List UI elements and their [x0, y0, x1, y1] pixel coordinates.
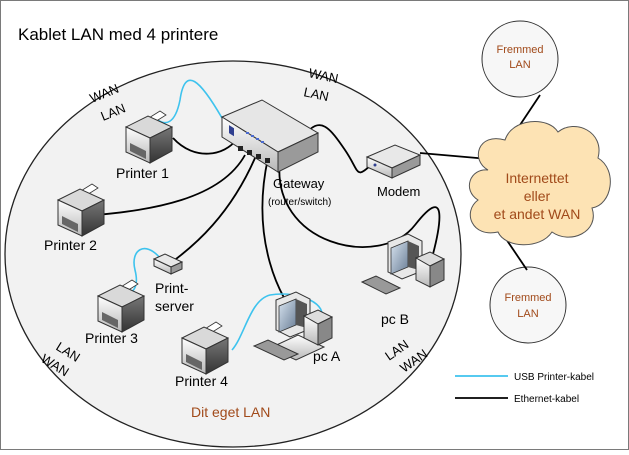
print-server-label-line1: Print-: [155, 280, 189, 296]
printer3-label: Printer 3: [85, 330, 138, 346]
printer3-icon: [96, 279, 146, 333]
cable-gateway-pcb: [278, 159, 441, 266]
modem-label: Modem: [377, 184, 420, 199]
internet-cloud: Internettet eller et andet WAN: [468, 121, 611, 246]
pc-b-label: pc B: [381, 311, 409, 327]
cloud-line2: eller: [524, 188, 551, 204]
modem-icon: [365, 144, 422, 179]
print-server-icon: [152, 253, 184, 275]
cloud-line1: Internettet: [505, 170, 568, 186]
foreign-lan-bottom-line1: Fremmed: [504, 292, 551, 304]
printer4-icon: [180, 321, 230, 375]
printer2-label: Printer 2: [44, 237, 97, 253]
foreign-lan-bottom: Fremmed LAN: [489, 266, 567, 344]
gateway-label: Gateway: [273, 176, 325, 191]
gateway-router-icon: [220, 99, 320, 173]
foreign-lan-bottom-line2: LAN: [517, 308, 538, 320]
legend-ethernet-label: Ethernet-kabel: [514, 394, 579, 405]
pc-b-icon: [360, 233, 446, 295]
printer1-icon: [124, 110, 174, 164]
diagram-title: Kablet LAN med 4 printere: [18, 25, 218, 44]
pc-a-label: pc A: [313, 348, 341, 364]
usb-pca-printer4: [231, 293, 323, 351]
legend: USB Printer-kabel Ethernet-kabel: [455, 372, 594, 405]
wan-label-top-right: WAN: [307, 65, 339, 86]
printer2-icon: [56, 183, 106, 237]
lan-ellipse: [4, 60, 462, 448]
printer1-label: Printer 1: [116, 165, 169, 181]
legend-usb-label: USB Printer-kabel: [514, 372, 594, 383]
cable-gateway-printer1: [172, 137, 237, 155]
pc-a-icon: [252, 291, 334, 361]
foreign-lan-top: Fremmed LAN: [481, 20, 559, 98]
usb-printer1: [157, 79, 223, 124]
printer4-label: Printer 4: [175, 373, 228, 389]
cable-gateway-modem: [304, 124, 373, 174]
gateway-sublabel: (router/switch): [268, 197, 331, 208]
foreign-lan-top-line2: LAN: [509, 59, 530, 71]
cloud-line3: et andet WAN: [494, 206, 581, 222]
foreign-lan-top-line1: Fremmed: [496, 44, 543, 56]
cable-gateway-printer2: [95, 154, 246, 216]
cable-gateway-printserver: [171, 157, 256, 263]
lan-label-top-right: LAN: [302, 84, 330, 104]
lan-name-label: Dit eget LAN: [191, 404, 270, 420]
print-server-label-line2: server: [155, 298, 194, 314]
